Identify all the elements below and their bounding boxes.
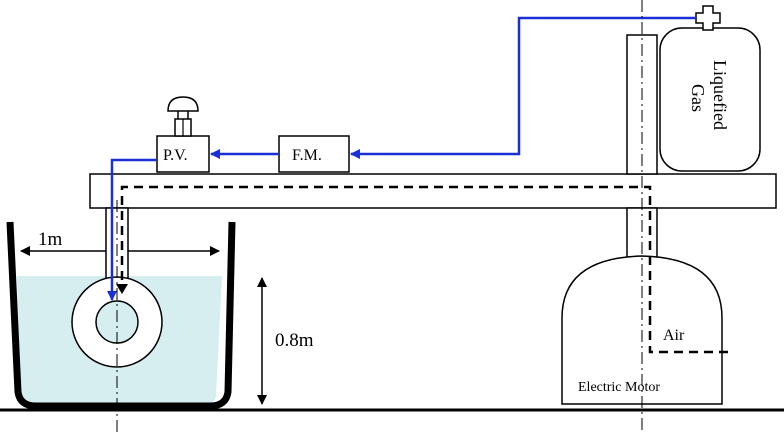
pressure-valve-label: P.V. — [163, 147, 188, 164]
tank-width-label: 1m — [38, 229, 63, 250]
water-tank — [6, 221, 236, 410]
gas-line-to-disk — [107, 158, 157, 301]
air-line — [120, 185, 728, 354]
motor-label: Electric Motor — [578, 380, 660, 395]
flow-meter-label: F.M. — [292, 147, 322, 164]
pressure-valve — [156, 135, 210, 173]
gas-label-line1: Liquefied — [710, 60, 730, 130]
flow-meter — [278, 135, 350, 173]
gas-label-line2: Gas — [688, 84, 708, 112]
air-arrow-icon — [116, 284, 128, 294]
water-depth-label: 0.8m — [275, 330, 314, 351]
horizontal-beam — [89, 173, 777, 209]
air-label: Air — [663, 327, 685, 344]
gas-line-to-flow-meter — [350, 16, 696, 159]
cross-valve-icon — [695, 5, 721, 31]
valve-handwheel-icon — [167, 96, 199, 137]
gas-cylinder — [659, 27, 761, 172]
